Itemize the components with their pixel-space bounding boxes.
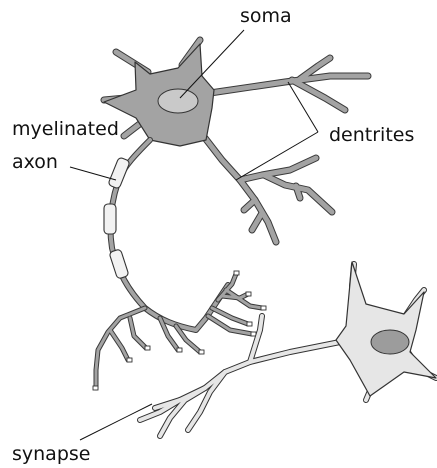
myelin-sheath — [104, 204, 116, 234]
axon-terminals-fill — [96, 274, 262, 388]
myelin-pointer — [70, 167, 116, 180]
axon-trunk-outline — [110, 140, 228, 330]
label-synapse: synapse — [12, 445, 90, 464]
label-axon: axon — [12, 153, 58, 172]
myelin-sheath — [109, 249, 129, 279]
myelin-sheath — [108, 157, 130, 189]
label-dentrites: dentrites — [329, 126, 414, 145]
lower-soma-body — [336, 262, 436, 396]
lower-neuron — [140, 262, 436, 436]
myelin-sheaths — [104, 157, 130, 279]
soma-nucleus — [158, 89, 198, 113]
lower-soma-nucleus — [371, 330, 409, 354]
label-myelinated: myelinated — [12, 120, 119, 139]
label-soma: soma — [240, 7, 292, 26]
